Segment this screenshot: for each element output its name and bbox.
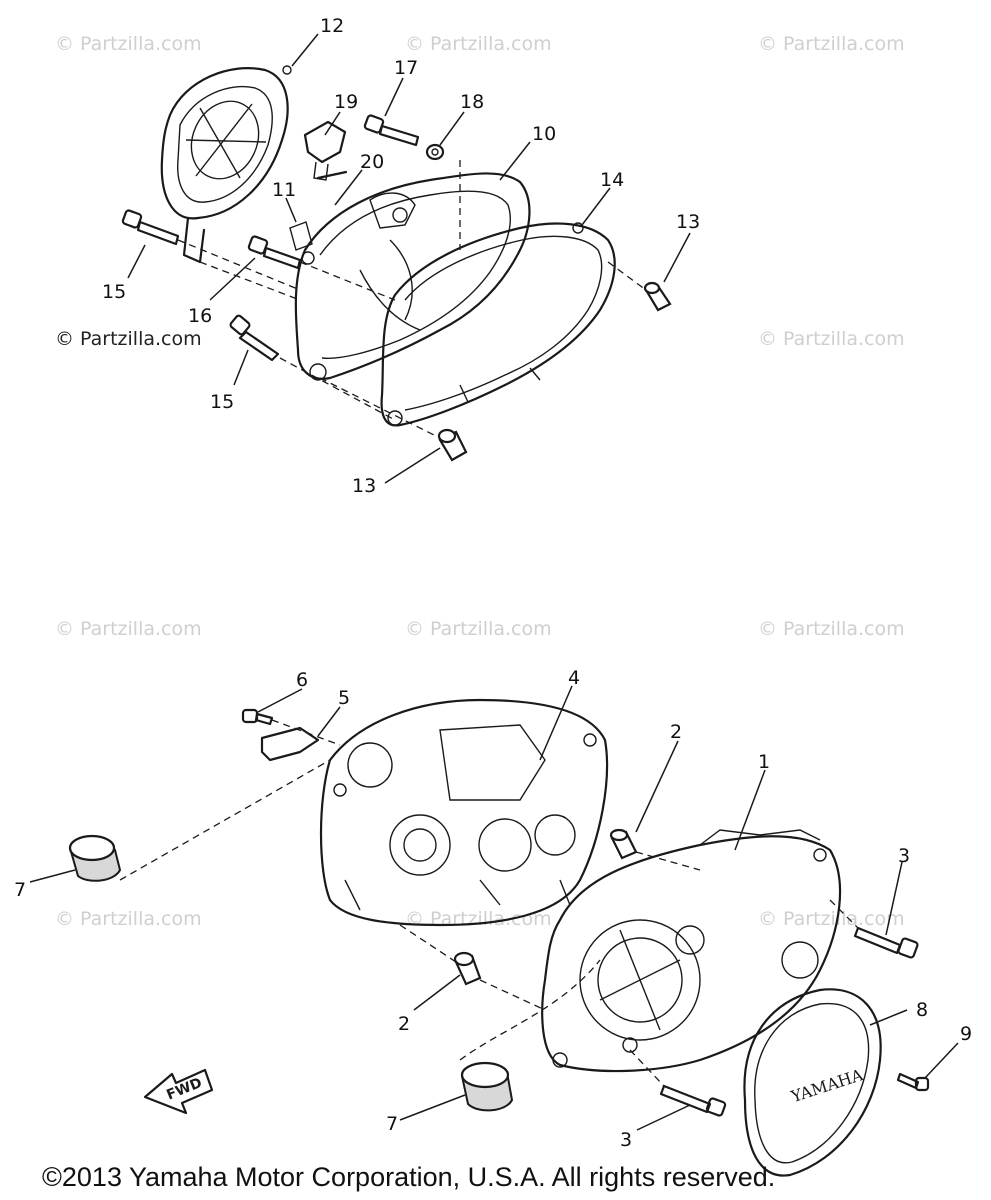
watermark: © Partzilla.com [55, 328, 202, 350]
part-17-bolt [363, 114, 420, 147]
callout-2: 2 [398, 1013, 410, 1035]
watermark: © Partzilla.com [405, 908, 552, 930]
callout-10: 10 [532, 123, 556, 145]
watermark: © Partzilla.com [758, 908, 905, 930]
part-2-dowel-upper [609, 828, 638, 860]
leader-lines [29, 33, 959, 1131]
watermark: © Partzilla.com [758, 328, 905, 350]
alignment-lines-top [177, 160, 647, 439]
part-7-bushing-upper [68, 834, 122, 882]
watermark: © Partzilla.com [758, 33, 905, 55]
callout-4: 4 [568, 667, 580, 689]
callout-18: 18 [460, 91, 484, 113]
callout-20: 20 [360, 151, 384, 173]
fwd-arrow-icon: FWD [143, 1068, 214, 1115]
part-10-crankcase-cover [294, 172, 531, 381]
watermark: © Partzilla.com [758, 618, 905, 640]
callout-2: 2 [670, 721, 682, 743]
callout-6: 6 [296, 669, 308, 691]
watermark: © Partzilla.com [55, 33, 202, 55]
part-15-bolt-upper [121, 209, 180, 246]
callout-17: 17 [394, 57, 418, 79]
watermark: © Partzilla.com [55, 618, 202, 640]
watermark: © Partzilla.com [55, 908, 202, 930]
callout-15: 15 [102, 281, 126, 303]
part-12-shroud [160, 65, 292, 264]
part-18-nut [425, 143, 445, 161]
copyright-notice: ©2013 Yamaha Motor Corporation, U.S.A. A… [42, 1162, 775, 1192]
part-1-right-crankcase [541, 829, 842, 1073]
part-13-dowel-lower [437, 428, 468, 462]
part-11-plate [289, 221, 313, 251]
part-2-dowel-lower [453, 951, 482, 986]
part-4-left-crankcase [319, 698, 609, 927]
callouts: 12 17 19 18 10 20 14 11 13 15 16 15 13 6… [14, 15, 972, 1151]
part-9-screw [896, 1072, 930, 1092]
cover-brand-text: YAMAHA [788, 1065, 866, 1106]
callout-19: 19 [334, 91, 358, 113]
callout-11: 11 [272, 179, 296, 201]
part-15-bolt-lower [229, 314, 280, 362]
watermarks: © Partzilla.com © Partzilla.com © Partzi… [55, 33, 905, 930]
alignment-lines-bottom [119, 719, 859, 1087]
part-19-switch [303, 120, 347, 181]
part-7-bushing-lower [460, 1061, 514, 1112]
part-3-bolt-upper [853, 926, 919, 959]
callout-1: 1 [758, 751, 770, 773]
callout-12: 12 [320, 15, 344, 37]
part-8-cover: YAMAHA [743, 988, 882, 1177]
part-20-oring [316, 170, 348, 180]
callout-5: 5 [338, 687, 350, 709]
part-16-bolt [247, 235, 302, 270]
callout-7: 7 [14, 879, 26, 901]
callout-14: 14 [600, 169, 624, 191]
callout-15: 15 [210, 391, 234, 413]
callout-3: 3 [898, 845, 910, 867]
callout-3: 3 [620, 1129, 632, 1151]
part-14-gasket [380, 222, 616, 427]
callout-13: 13 [676, 211, 700, 233]
callout-7: 7 [386, 1113, 398, 1135]
callout-8: 8 [916, 999, 928, 1021]
callout-13: 13 [352, 475, 376, 497]
watermark: © Partzilla.com [405, 33, 552, 55]
part-6-screw [241, 708, 274, 726]
callout-9: 9 [960, 1023, 972, 1045]
part-3-bolt-lower [659, 1084, 727, 1117]
callout-16: 16 [188, 305, 212, 327]
part-5-lever [260, 726, 320, 762]
part-13-dowel-upper [643, 281, 672, 312]
watermark: © Partzilla.com [405, 618, 552, 640]
